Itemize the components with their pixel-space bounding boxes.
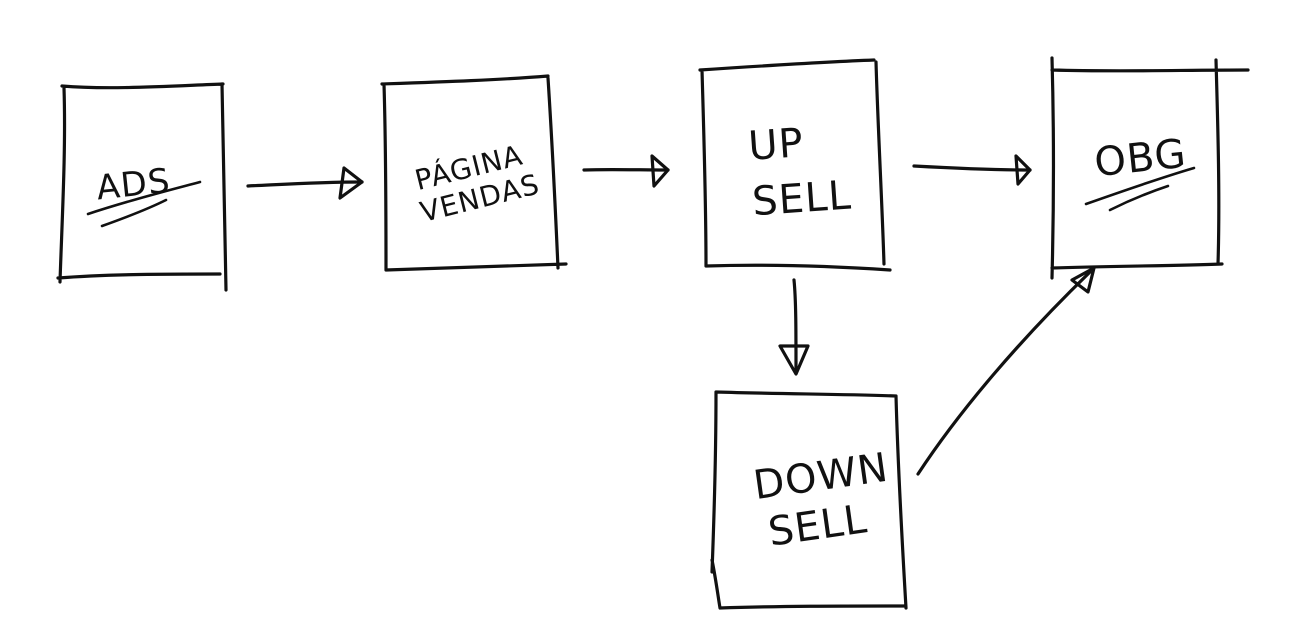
arrow-shaft [912, 164, 1032, 172]
edge-ads-to-pagina-vendas [246, 166, 364, 200]
node-downsell: DOWN SELL [710, 390, 908, 610]
node-ads-underline [86, 180, 202, 228]
arrow-shaft [916, 270, 1092, 476]
node-upsell: UP SELL [698, 58, 892, 272]
arrow-shaft [246, 180, 364, 188]
node-obg-box [1050, 56, 1250, 280]
arrowhead-icon [778, 344, 810, 376]
edge-downsell-to-obg [916, 266, 1096, 476]
arrowhead-icon [650, 154, 670, 188]
arrow-shaft [792, 278, 798, 372]
node-downsell-box [710, 390, 908, 610]
node-upsell-label-line1: UP [747, 120, 805, 170]
node-ads: ADS [56, 82, 228, 292]
arrowhead-icon [1014, 154, 1032, 186]
node-ads-box [56, 82, 228, 292]
node-downsell-label-line1: DOWN [751, 445, 892, 509]
edge-upsell-to-obg [912, 154, 1032, 186]
arrowhead-icon [1070, 266, 1096, 294]
node-pagina-vendas: PÁGINA VENDAS [380, 74, 568, 272]
node-obg-label: OBG [1092, 131, 1189, 186]
node-upsell-label-line2: SELL [751, 172, 853, 225]
arrowhead-icon [338, 166, 364, 200]
node-obg-underline [1084, 166, 1196, 212]
node-upsell-box [698, 58, 892, 272]
edge-upsell-to-downsell [778, 278, 810, 376]
node-pagina-vendas-box [380, 74, 568, 272]
edge-pagina-vendas-to-upsell [582, 154, 670, 188]
node-obg: OBG [1050, 56, 1250, 280]
